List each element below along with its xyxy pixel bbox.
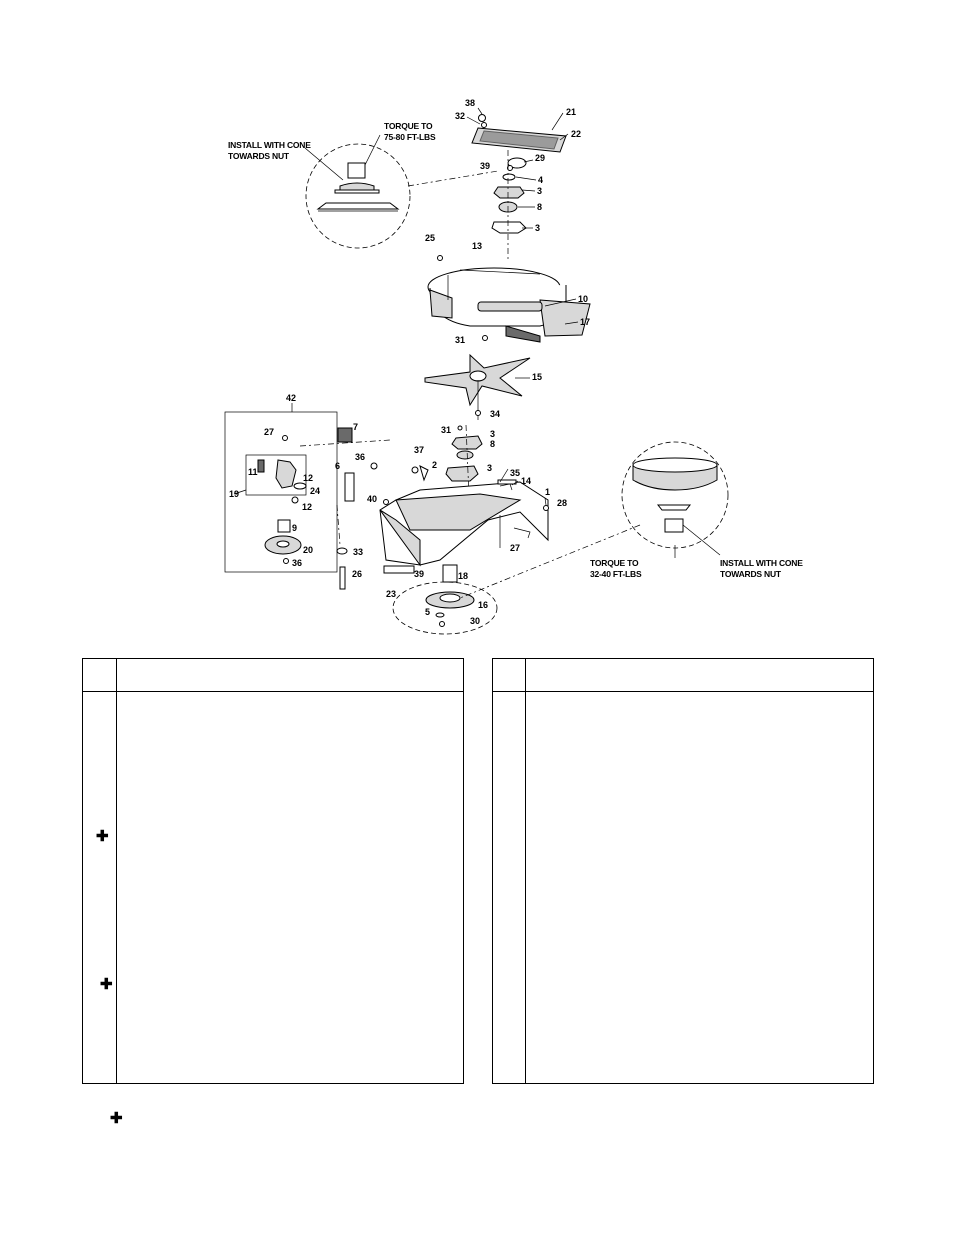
leader-lines	[233, 107, 579, 506]
part-label: 39	[414, 569, 424, 579]
base-frame	[379, 465, 549, 574]
part-label: 5	[425, 607, 430, 617]
part-label: 8	[490, 439, 495, 449]
part-label: 36	[292, 558, 302, 568]
part-label: 24	[310, 486, 320, 496]
part-label: 3	[490, 429, 495, 439]
part-label: 42	[286, 393, 296, 403]
part-label: 37	[414, 445, 424, 455]
callout-torque-value-bottom: 32-40 FT-LBS	[590, 569, 642, 579]
part-label: 39	[480, 161, 490, 171]
part-label: 8	[537, 202, 542, 212]
part-label: 31	[455, 335, 465, 345]
parts-table-right	[492, 658, 874, 1084]
part-label: 20	[303, 545, 313, 555]
part-label: 1	[545, 487, 550, 497]
part-label: 10	[578, 294, 588, 304]
part-label: 13	[472, 241, 482, 251]
part-label: 15	[532, 372, 542, 382]
bottom-callout-text: TORQUE TO 32-40 FT-LBS INSTALL WITH CONE…	[590, 558, 803, 579]
part-label: 21	[566, 107, 576, 117]
part-label: 14	[521, 476, 531, 486]
part-number-labels: 38 32 21 22 29 39 4 3 8 3 25 13 10 17 31…	[229, 98, 590, 626]
table-header-divider	[83, 691, 463, 692]
part-label: 23	[386, 589, 396, 599]
part-label: 7	[353, 422, 358, 432]
part-label: 40	[367, 494, 377, 504]
callout-install-cone-bottom: INSTALL WITH CONE	[720, 558, 803, 568]
parts-table-left: ✚ ✚	[82, 658, 464, 1084]
part-label: 28	[557, 498, 567, 508]
part-label: 9	[292, 523, 297, 533]
part-label: 25	[425, 233, 435, 243]
exploded-parts-diagram: INSTALL WITH CONE TOWARDS NUT TORQUE TO …	[224, 98, 803, 635]
part-label: 27	[510, 543, 520, 553]
part-label: 35	[510, 468, 520, 478]
callout-torque-top: TORQUE TO	[384, 121, 433, 131]
part-label: 17	[580, 317, 590, 327]
table-header-divider	[493, 691, 873, 692]
part-label: 12	[302, 502, 312, 512]
callout-torque-bottom: TORQUE TO	[590, 558, 639, 568]
part-label: 27	[264, 427, 274, 437]
part-label: 18	[458, 571, 468, 581]
detail-circle-bottom	[459, 441, 729, 599]
table-ref-column-divider	[116, 659, 117, 1083]
part-label: 34	[490, 409, 500, 419]
part-label: 33	[353, 547, 363, 557]
footnote-plus-marker: ✚	[110, 1110, 123, 1127]
part-label: 38	[465, 98, 475, 108]
lower-bearing-stack	[445, 424, 483, 521]
part-label: 22	[571, 129, 581, 139]
top-callout-text: INSTALL WITH CONE TOWARDS NUT TORQUE TO …	[228, 121, 436, 161]
part-label: 11	[248, 467, 258, 477]
callout-towards-nut-bottom: TOWARDS NUT	[720, 569, 782, 579]
part-label: 32	[455, 111, 465, 121]
blower-housing	[427, 255, 591, 343]
callout-towards-nut-top: TOWARDS NUT	[228, 151, 290, 161]
part-label: 29	[535, 153, 545, 163]
callout-torque-value-top: 75-80 FT-LBS	[384, 132, 436, 142]
part-label: 2	[432, 460, 437, 470]
part-label: 3	[535, 223, 540, 233]
impeller	[424, 353, 531, 420]
table-ref-column-divider	[525, 659, 526, 1083]
part-label: 16	[478, 600, 488, 610]
callout-install-cone-top: INSTALL WITH CONE	[228, 140, 311, 150]
idler-subassembly	[224, 411, 391, 590]
part-label: 30	[470, 616, 480, 626]
part-label: 12	[303, 473, 313, 483]
plus-marker: ✚	[96, 828, 109, 845]
part-label: 31	[441, 425, 451, 435]
part-label: 36	[355, 452, 365, 462]
part-label: 3	[537, 186, 542, 196]
bottom-pulley	[392, 564, 498, 635]
plus-marker: ✚	[100, 976, 113, 993]
spindle-top-stack	[471, 114, 567, 260]
part-label: 6	[335, 461, 340, 471]
part-label: 4	[538, 175, 543, 185]
part-label: 26	[352, 569, 362, 579]
part-label: 3	[487, 463, 492, 473]
detail-circle-top	[304, 134, 499, 249]
